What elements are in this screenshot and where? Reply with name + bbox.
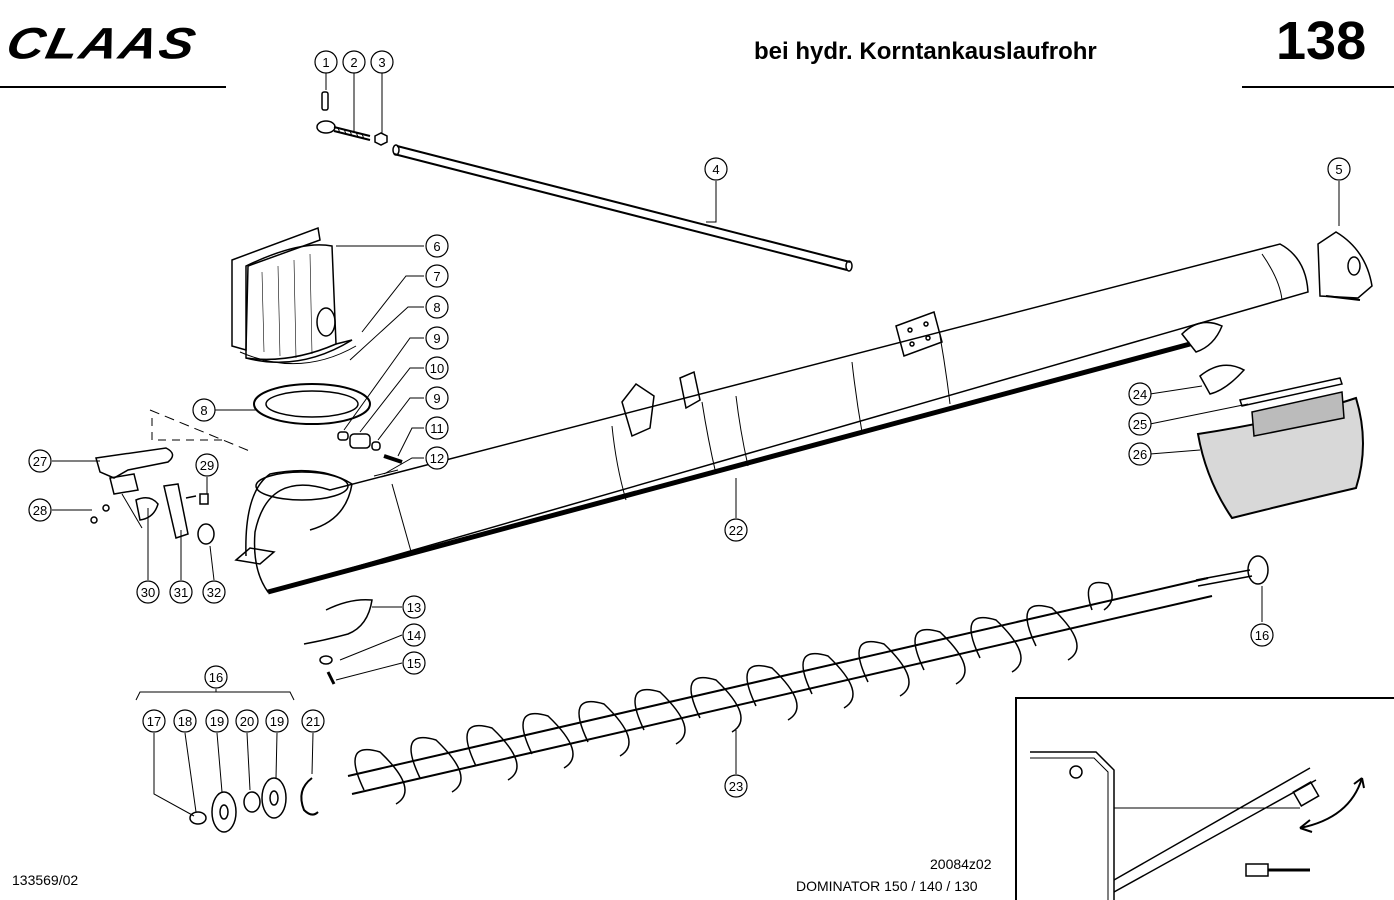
callout-11: 11 [430,421,444,436]
part-cover-set [1196,364,1364,520]
callout-6: 6 [433,239,440,254]
model-list: DOMINATOR 150 / 140 / 130 [796,878,978,894]
page-number: 138 [1276,11,1367,71]
callout-32: 32 [207,585,221,600]
callout-16a: 16 [209,670,223,685]
callout-4: 4 [712,162,719,177]
callout-18: 18 [178,714,192,729]
part-gasket-ring [149,383,371,453]
part-main-tube [234,243,1309,595]
inset-view [1015,697,1394,900]
callout-31: 31 [174,585,188,600]
callout-19a: 19 [210,714,224,729]
callout-9b: 9 [433,391,440,406]
callout-8a: 8 [433,300,440,315]
callout-5: 5 [1335,162,1342,177]
callout-labels: 1 2 3 4 5 6 7 8 8 9 9 10 11 12 13 14 15 … [33,55,1343,794]
callout-21: 21 [306,714,320,729]
part-eye-bolt [316,91,388,146]
page-title: bei hydr. Korntankauslaufrohr [754,38,1097,65]
part-end-plate [1317,231,1373,301]
callout-30: 30 [141,585,155,600]
callout-25: 25 [1133,417,1147,432]
callout-24: 24 [1133,387,1147,402]
callout-15: 15 [407,656,421,671]
callout-17: 17 [147,714,161,729]
callout-29: 29 [200,458,214,473]
callout-27: 27 [33,454,47,469]
part-wear-strip [303,598,373,685]
callout-28: 28 [33,503,47,518]
header-rule-left [0,86,226,88]
part-hood-housing [231,226,357,365]
drawing-code: 20084z02 [930,856,992,872]
callout-10: 10 [430,361,444,376]
callout-19b: 19 [270,714,284,729]
callout-16b: 16 [1255,628,1269,643]
callout-2: 2 [350,55,357,70]
callout-8b: 8 [200,403,207,418]
part-bearing-set [135,691,319,833]
callout-22: 22 [729,523,743,538]
callout-12: 12 [430,451,444,466]
part-bushings [337,431,403,477]
callout-9a: 9 [433,331,440,346]
part-long-rod [392,144,853,272]
callout-circles [28,50,1351,798]
catalog-code: 133569/02 [12,872,79,888]
header-rule-right [1242,86,1394,88]
callout-1: 1 [322,55,329,70]
callout-3: 3 [378,55,385,70]
callout-23: 23 [729,779,743,794]
callout-14: 14 [407,628,421,643]
callout-26: 26 [1133,447,1147,462]
part-hinge-bracket [90,418,228,545]
callout-7: 7 [433,269,440,284]
callout-leaders [52,73,1340,817]
callout-20: 20 [240,714,254,729]
callout-13: 13 [407,600,421,615]
part-auger-screw [347,555,1269,805]
